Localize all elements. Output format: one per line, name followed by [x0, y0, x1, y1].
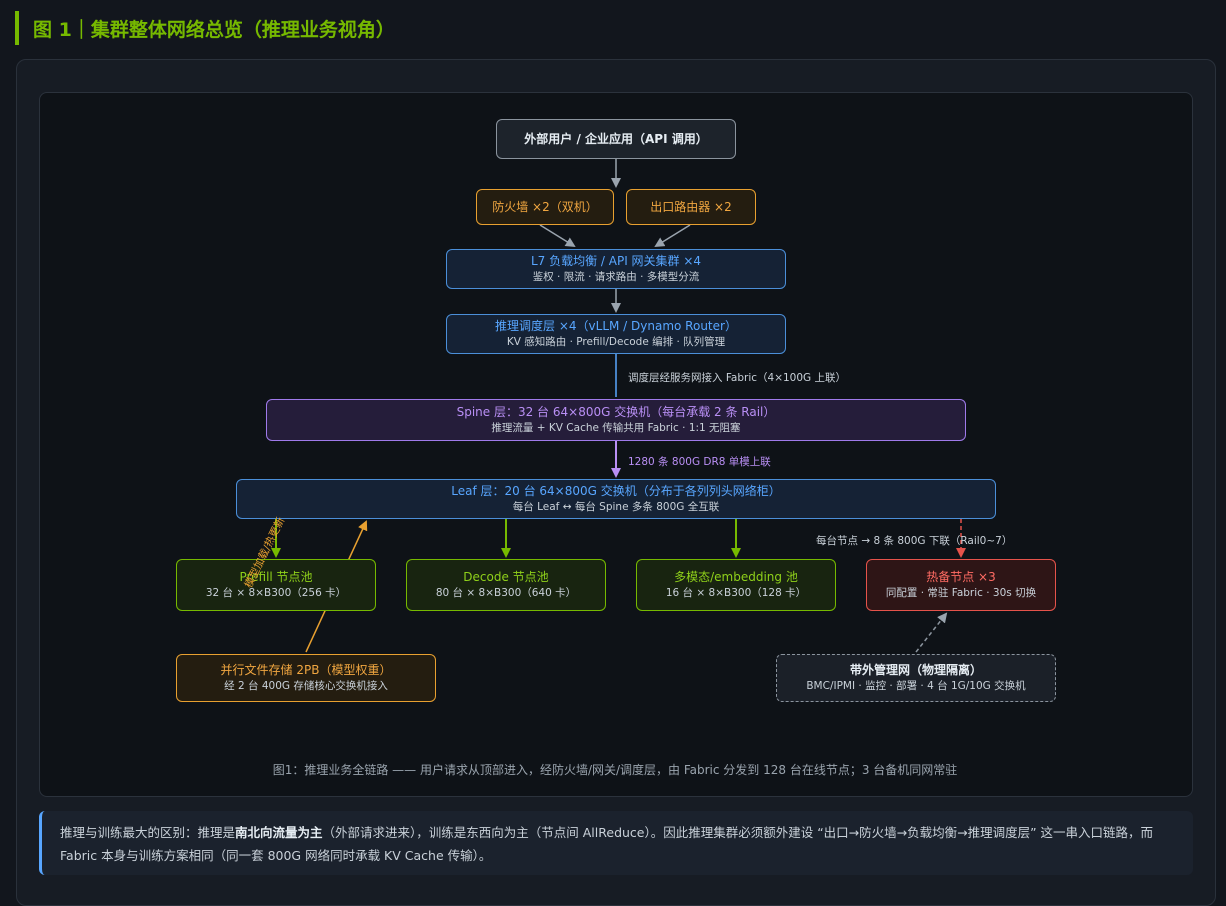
node-prefill-pool: Prefill 节点池 32 台 × 8×B300（256 卡）	[176, 559, 376, 611]
label-spine-leaf: 1280 条 800G DR8 单模上联	[628, 456, 771, 468]
label-scheduler-fabric: 调度层经服务网接入 Fabric（4×100G 上联）	[628, 372, 847, 384]
node-oob-network: 带外管理网（物理隔离） BMC/IPMI · 监控 · 部署 · 4 台 1G/…	[776, 654, 1056, 702]
edge-router-to-lb	[654, 224, 691, 248]
node-firewall: 防火墙 ×2（双机）	[476, 189, 614, 225]
note-emphasis: 南北向流量为主	[235, 825, 323, 840]
node-leaf: Leaf 层：20 台 64×800G 交换机（分布于各列列头网络柜） 每台 L…	[236, 479, 996, 519]
node-storage: 并行文件存储 2PB（模型权重） 经 2 台 400G 存储核心交换机接入	[176, 654, 436, 702]
label-node-downlink: 每台节点 → 8 条 800G 下联（Rail0~7）	[816, 535, 1013, 547]
edge-oob-to-hotspare	[915, 612, 948, 653]
node-multimodal-pool: 多模态/embedding 池 16 台 × 8×B300（128 卡）	[636, 559, 836, 611]
node-external-users: 外部用户 / 企业应用（API 调用）	[496, 119, 736, 159]
node-hotspare: 热备节点 ×3 同配置 · 常驻 Fabric · 30s 切换	[866, 559, 1056, 611]
edge-firewall-to-lb	[539, 224, 576, 248]
node-spine: Spine 层：32 台 64×800G 交换机（每台承载 2 条 Rail） …	[266, 399, 966, 441]
node-scheduler: 推理调度层 ×4（vLLM / Dynamo Router） KV 感知路由 ·…	[446, 314, 786, 354]
figure-caption: 图1：推理业务全链路 —— 用户请求从顶部进入，经防火墙/网关/调度层，由 Fa…	[272, 763, 958, 777]
explanation-note: 推理与训练最大的区别：推理是南北向流量为主（外部请求进来），训练是东西向为主（节…	[39, 811, 1193, 875]
node-decode-pool: Decode 节点池 80 台 × 8×B300（640 卡）	[406, 559, 606, 611]
node-load-balancer: L7 负载均衡 / API 网关集群 ×4 鉴权 · 限流 · 请求路由 · 多…	[446, 249, 786, 289]
node-egress-router: 出口路由器 ×2	[626, 189, 756, 225]
figure-title: 图 1｜集群整体网络总览（推理业务视角）	[15, 11, 395, 45]
